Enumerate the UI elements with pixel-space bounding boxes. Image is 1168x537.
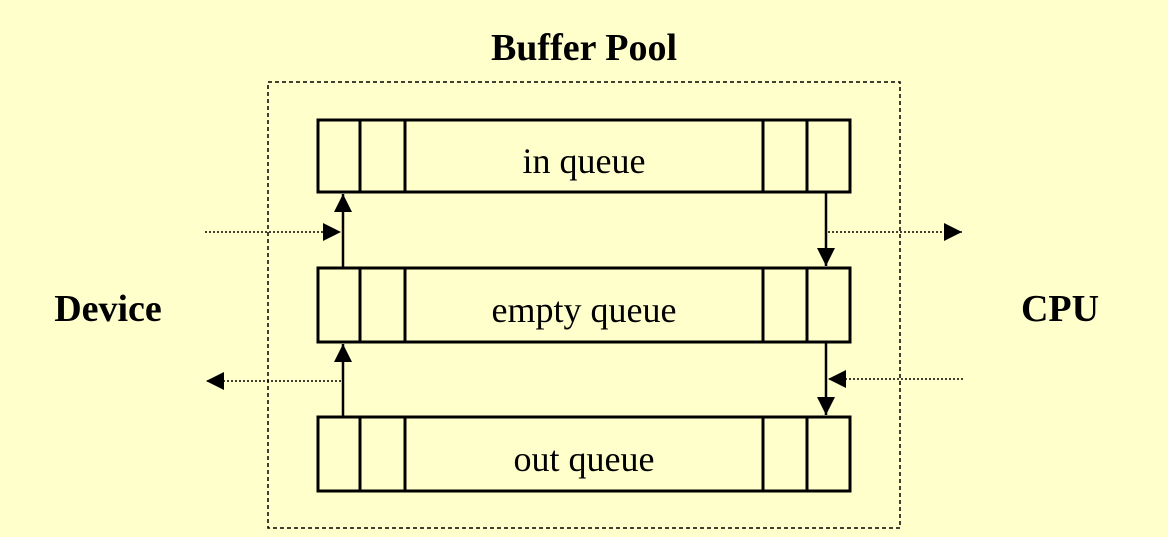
- empty-queue: empty queue: [316, 266, 852, 344]
- empty-queue-label: empty queue: [492, 290, 677, 330]
- in-queue-label: in queue: [523, 141, 646, 181]
- device-label: Device: [54, 288, 162, 330]
- in-queue-box: [316, 118, 852, 194]
- out-queue-box: [316, 415, 852, 493]
- out-queue: out queue: [316, 415, 852, 493]
- buffer-pool-boundary: [267, 81, 901, 529]
- cpu-label: CPU: [1021, 288, 1099, 330]
- diagram-title: Buffer Pool: [491, 27, 677, 69]
- in-queue: in queue: [316, 118, 852, 194]
- empty-queue-box: [316, 266, 852, 344]
- out-queue-label: out queue: [514, 439, 655, 479]
